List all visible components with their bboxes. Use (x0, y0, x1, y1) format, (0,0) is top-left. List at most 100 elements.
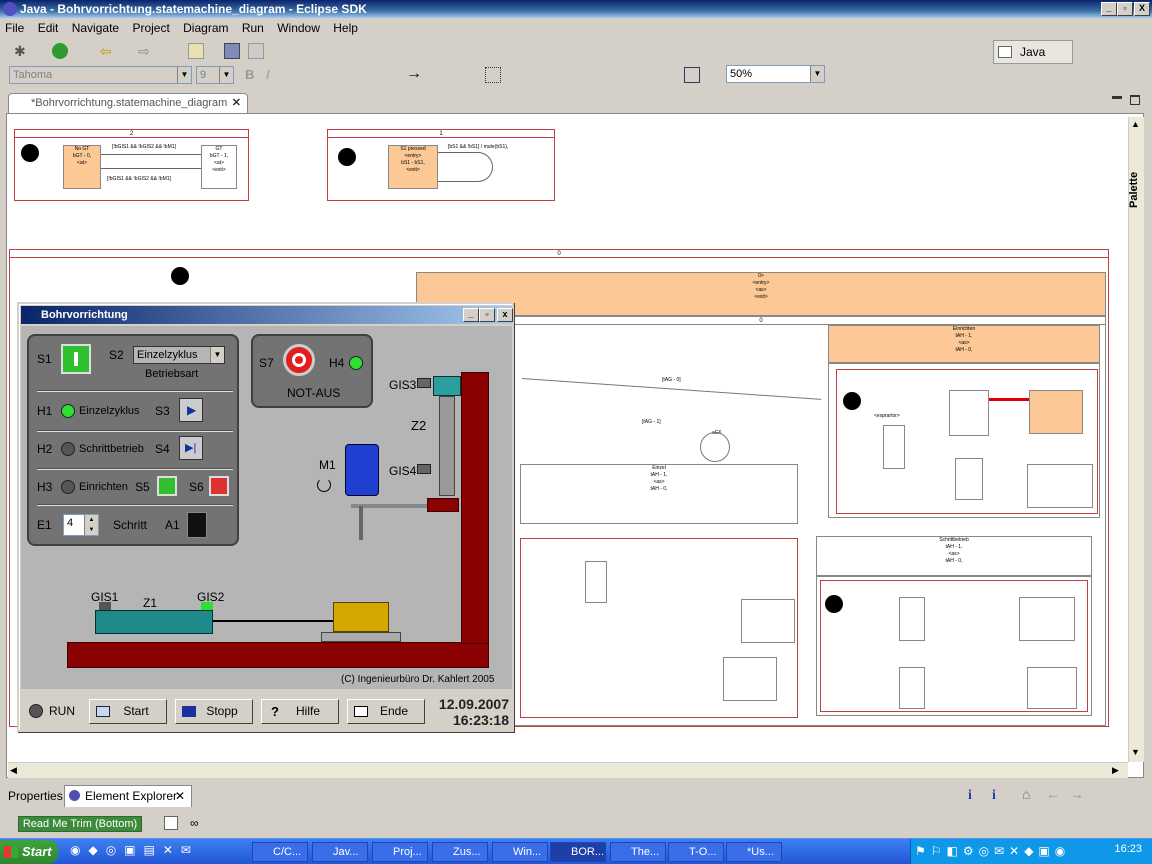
initial-state[interactable] (843, 392, 861, 410)
forward-icon[interactable]: ⇨ (138, 43, 150, 59)
taskbar-cc[interactable]: C/C... (252, 842, 308, 862)
menu-project[interactable]: Project (132, 21, 170, 35)
close-icon[interactable]: ✕ (231, 97, 241, 109)
tab-properties[interactable]: Properties (8, 789, 63, 803)
state-super[interactable]: 0><entry><as><exit> (416, 272, 1106, 316)
taskbar-us[interactable]: *Us... (726, 842, 782, 862)
spinner-arrows-icon[interactable]: ▲▼ (84, 515, 98, 535)
new-icon[interactable] (164, 816, 178, 830)
s1-switch[interactable] (61, 344, 91, 374)
italic-icon[interactable]: I (266, 67, 270, 82)
bv-close-button[interactable]: x (497, 308, 513, 322)
menu-run[interactable]: Run (241, 21, 264, 35)
taskbar-the[interactable]: The... (610, 842, 666, 862)
state-z2-minus[interactable] (1027, 667, 1077, 709)
zoom-combo[interactable]: 50%▼ (726, 65, 825, 83)
new-icon[interactable] (188, 43, 204, 59)
e1-spinner[interactable]: 4▲▼ (63, 514, 99, 536)
s5-switch[interactable] (157, 476, 177, 496)
layout-icon[interactable] (684, 67, 700, 83)
bv-maximize-button[interactable]: ▫ (479, 308, 495, 322)
taskbar-to[interactable]: T-O... (668, 842, 724, 862)
state-s1-pressed[interactable]: S1 pressed<entry>bS1 - bS1,<exit> (388, 145, 438, 189)
hilfe-button[interactable]: ?Hilfe (261, 699, 339, 724)
menu-help[interactable]: Help (333, 21, 358, 35)
run-icon[interactable] (52, 43, 68, 59)
bold-icon[interactable]: B (245, 67, 255, 82)
state-z1-minus[interactable] (955, 458, 983, 500)
state-z2-minus[interactable] (1027, 464, 1093, 508)
scroll-down-icon[interactable]: ▼ (1131, 747, 1140, 757)
state-z2-plus[interactable] (1019, 597, 1075, 641)
back-icon[interactable]: ← (1046, 786, 1060, 802)
menu-navigate[interactable]: Navigate (71, 21, 120, 35)
close-button[interactable]: X (1134, 2, 1150, 16)
region-1[interactable]: 1 S1 pressed<entry>bS1 - bS1,<exit> [bS1… (327, 129, 555, 201)
s4-button[interactable]: ▶| (179, 436, 203, 460)
emergency-stop-button[interactable] (283, 344, 315, 376)
state-z1-plus[interactable] (949, 390, 989, 436)
font-combo[interactable]: Tahoma▼ (9, 66, 192, 84)
home-icon[interactable]: ⌂ (1022, 786, 1031, 802)
taskbar-zus[interactable]: Zus... (432, 842, 488, 862)
glasses-icon[interactable]: ∞ (190, 816, 199, 830)
taskbar-proj[interactable]: Proj... (372, 842, 428, 862)
initial-state[interactable] (171, 267, 189, 285)
tray-icons[interactable]: ⚑⚐◧⚙◎✉✕◆▣◉ (915, 844, 1071, 858)
quick-launch[interactable]: ◉◆◎▣▤✕✉ (70, 843, 199, 857)
schritt-region[interactable] (820, 580, 1088, 712)
betriebsart-select[interactable]: Einzelzyklus▼ (133, 346, 225, 364)
save-icon[interactable] (224, 43, 240, 59)
state-wait[interactable] (883, 425, 905, 469)
font-size-combo[interactable]: 9▼ (196, 66, 234, 84)
menu-window[interactable]: Window (277, 21, 320, 35)
horizontal-scrollbar[interactable]: ◀ ▶ (8, 762, 1128, 778)
menu-diagram[interactable]: Diagram (183, 21, 229, 35)
state-z1-plus[interactable] (899, 597, 925, 641)
back-icon[interactable]: ⇦ (100, 43, 112, 59)
forward-icon[interactable]: → (1070, 786, 1084, 802)
scroll-right-icon[interactable]: ▶ (1112, 765, 1119, 775)
scroll-left-icon[interactable]: ◀ (10, 765, 17, 775)
scroll-up-icon[interactable]: ▲ (1131, 119, 1140, 129)
state-z2-minus[interactable] (723, 657, 777, 701)
ende-button[interactable]: Ende (347, 699, 425, 724)
maximize-button[interactable]: ▫ (1117, 2, 1133, 16)
taskbar-java[interactable]: Jav... (312, 842, 368, 862)
palette-label[interactable]: Palette (1128, 171, 1140, 209)
bv-title-bar[interactable]: Bohrvorrichtung _ ▫ x (21, 306, 513, 324)
self-transition[interactable] (438, 152, 493, 182)
active-transition[interactable] (989, 398, 1029, 401)
einzel-region[interactable] (520, 538, 798, 718)
initial-state[interactable] (21, 144, 39, 162)
state-z1-minus[interactable] (899, 667, 925, 709)
open-perspective-icon[interactable] (998, 46, 1012, 58)
menu-file[interactable]: File (5, 21, 25, 35)
vertical-scrollbar[interactable]: ▲ ▼ (1128, 117, 1144, 762)
s6-switch[interactable] (209, 476, 229, 496)
bv-minimize-button[interactable]: _ (463, 308, 479, 322)
minimize-view-icon[interactable] (1112, 96, 1122, 99)
state-z2-plus[interactable] (1029, 390, 1083, 434)
einrichten-region[interactable] (836, 369, 1098, 514)
initial-state[interactable] (338, 148, 356, 166)
minimize-button[interactable]: _ (1101, 2, 1117, 16)
bohrvorrichtung-window[interactable]: Bohrvorrichtung _ ▫ x S1 S2 Einzelzyklus… (17, 302, 514, 732)
initial-state[interactable] (825, 595, 843, 613)
taskbar-win[interactable]: Win... (492, 842, 548, 862)
transition-line[interactable] (101, 168, 201, 169)
readme-trim[interactable]: Read Me Trim (Bottom) (18, 816, 142, 832)
info-icon[interactable]: i (992, 788, 996, 803)
start-button[interactable]: Start (89, 699, 167, 724)
state-wait[interactable] (585, 561, 607, 603)
stopp-button[interactable]: Stopp (175, 699, 253, 724)
tab-element-explorer[interactable]: Element Explorer ✕ (64, 785, 192, 807)
menu-edit[interactable]: Edit (37, 21, 59, 35)
maximize-view-icon[interactable] (1130, 95, 1140, 105)
